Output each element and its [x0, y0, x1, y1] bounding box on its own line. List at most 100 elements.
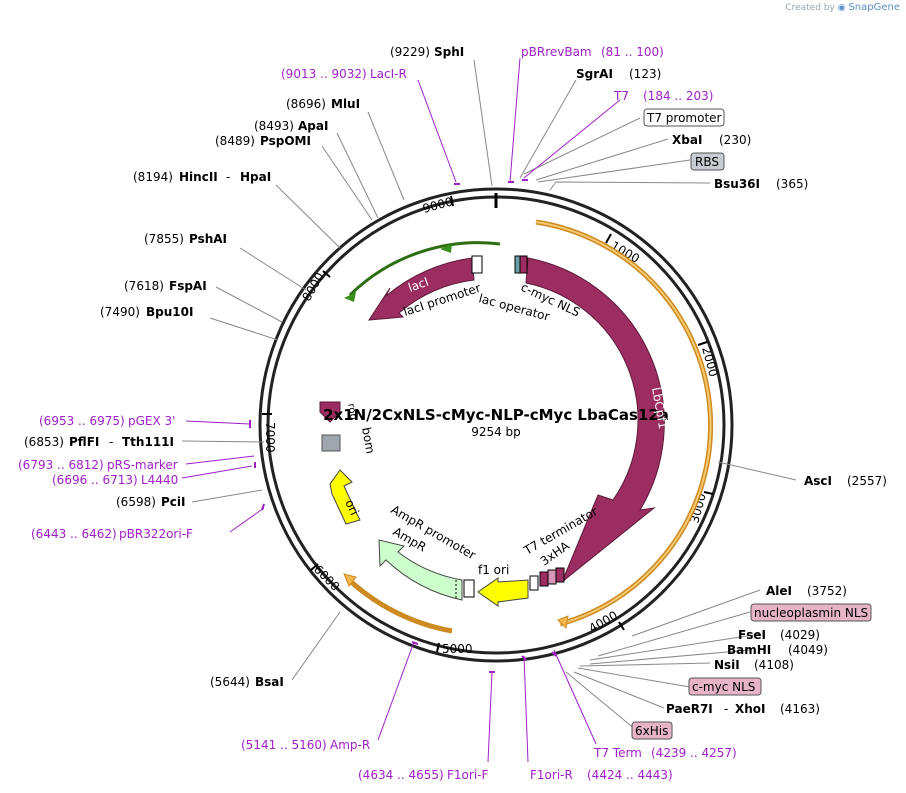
plasmid-size: 9254 bp [471, 425, 521, 439]
site-nsii-pos: (4108) [754, 658, 794, 672]
lacI-feature [368, 257, 475, 321]
primer-prs-marker: pRS-marker [107, 458, 178, 472]
site-asci-pos: (2557) [847, 474, 887, 488]
snapgene-credit: Created by ◉ SnapGene [785, 2, 900, 13]
site-xhoi-pos: (4163) [780, 702, 820, 716]
site-alei: AleI [766, 584, 792, 598]
label-f1-ori: f1 ori [478, 563, 509, 577]
site-labels-left: (9229) SphI (8696) MluI (8493) ApaI (848… [24, 45, 464, 689]
primer-prs-marker-range: (6793 .. 6812) [18, 458, 104, 472]
site-sgrai-pos: (123) [629, 67, 661, 81]
site-xbai-pos: (230) [719, 133, 751, 147]
site-tth111i: Tth111I [122, 435, 174, 449]
label-bom: bom [359, 426, 377, 455]
nucleoplasmin-nls-box [750, 603, 872, 622]
primer-marks [249, 179, 557, 673]
f1-ori-feature [463, 577, 529, 607]
primer-f1ori-f-range: (4634 .. 4655) [358, 768, 444, 782]
label-lacI: lacI [406, 275, 430, 295]
credit-prefix: Created by [785, 3, 835, 13]
site-sphi: SphI [434, 45, 464, 59]
site-pflfi-dash: - [109, 435, 113, 449]
site-mlui: MluI [331, 97, 360, 111]
primer-pgex3-range: (6953 .. 6975) [39, 414, 125, 428]
site-pcii: PciI [161, 495, 186, 509]
tick-marks [262, 195, 714, 653]
site-paer7i-dash: - [724, 702, 728, 716]
site-paer7i: PaeR7I [666, 702, 713, 716]
site-bsai-pos: (5644) [210, 675, 250, 689]
primer-amp-r: Amp-R [330, 738, 370, 752]
site-bsu36i-pos: (365) [776, 177, 808, 191]
site-xbai: XbaI [672, 133, 702, 147]
site-mlui-pos: (8696) [286, 97, 326, 111]
t7-promoter-box [643, 108, 725, 127]
primer-leader-lines [181, 57, 621, 763]
site-fsei: FseI [738, 628, 766, 642]
primer-labels: (9013 .. 9032) LacI-R pBRrevBam (81 .. 1… [18, 45, 737, 782]
ori-feature [329, 469, 361, 525]
site-labels-right: SgrAI (123) XbaI (230) Bsu36I (365) AscI… [576, 67, 887, 716]
site-sgrai: SgrAI [576, 67, 613, 81]
site-pflfi-pos: (6853) [24, 435, 64, 449]
small-features-top [471, 255, 528, 274]
primer-f1ori-f: F1ori-F [447, 768, 488, 782]
backbone-outer [258, 187, 734, 663]
cmyc-nls-label: c-myc NLS [692, 680, 755, 694]
primer-f1ori-r: F1ori-R [530, 768, 573, 782]
primer-t7: T7 [613, 89, 629, 103]
site-bpu10i: Bpu10I [146, 305, 193, 319]
site-pshai: PshAI [189, 232, 227, 246]
rbs-label: RBS [695, 155, 719, 169]
rbs-box [690, 152, 725, 171]
boxed-feature-labels: T7 promoter RBS nucleoplasmin NLS c-myc … [631, 108, 872, 740]
site-bamhi-pos: (4049) [788, 643, 828, 657]
site-nsii: NsiI [714, 658, 740, 672]
ampr-feature [378, 539, 463, 601]
site-alei-pos: (3752) [807, 584, 847, 598]
site-sphi-pos: (9229) [390, 45, 430, 59]
tick-7000: 7000 [263, 422, 277, 453]
primer-pbr322ori-f: pBR322ori-F [119, 527, 193, 541]
primer-t7-term: T7 Term [593, 746, 642, 760]
site-pspomi: PspOMI [260, 134, 311, 148]
leader-lines [181, 59, 797, 731]
primer-f1ori-r-range: (4424 .. 4443) [587, 768, 673, 782]
primer-l4440: L4440 [141, 473, 178, 487]
site-apai: ApaI [298, 119, 328, 133]
site-fspai-pos: (7618) [124, 279, 164, 293]
small-features-bottom [529, 567, 565, 591]
primer-pbrrevbam-range: (81 .. 100) [601, 45, 664, 59]
t7-promoter-label: T7 promoter [646, 111, 722, 125]
site-asci: AscI [804, 474, 832, 488]
cmyc-nls-box [688, 677, 762, 696]
site-pcii-pos: (6598) [116, 495, 156, 509]
6xhis-label: 6xHis [635, 724, 668, 738]
credit-brand: SnapGene [848, 2, 900, 13]
snapgene-logo-icon: ◉ [837, 3, 846, 13]
site-bsu36i: Bsu36I [714, 177, 760, 191]
primer-pgex3: pGEX 3' [128, 414, 175, 428]
tick-5000: 5000 [442, 642, 473, 656]
site-hpai: HpaI [240, 170, 271, 184]
primer-laci-r: LacI-R [370, 67, 407, 81]
site-pflfi: PflFI [69, 435, 99, 449]
primer-t7-term-range: (4239 .. 4257) [651, 746, 737, 760]
tick-9000: 9000 [421, 194, 454, 215]
site-fsei-pos: (4029) [780, 628, 820, 642]
plasmid-name: 2x1N/2CxNLS-cMyc-NLP-cMyc LbaCas12a [323, 406, 669, 424]
primer-t7-range: (184 .. 203) [643, 89, 713, 103]
site-xhoi: XhoI [735, 702, 766, 716]
site-pshai-pos: (7855) [144, 232, 184, 246]
label-rop: rop [345, 403, 359, 421]
nucleoplasmin-nls-label: nucleoplasmin NLS [754, 606, 868, 620]
site-hincii: HincII [179, 170, 218, 184]
primer-l4440-range: (6696 .. 6713) [52, 473, 138, 487]
label-ori: ori [342, 497, 361, 517]
lacI-promoter-arc [344, 241, 501, 302]
orange-feature-arcs [343, 219, 714, 634]
site-apai-pos: (8493) [254, 119, 294, 133]
site-hincii-pos: (8194) [133, 170, 173, 184]
primer-pbr322ori-f-range: (6443 .. 6462) [31, 527, 117, 541]
